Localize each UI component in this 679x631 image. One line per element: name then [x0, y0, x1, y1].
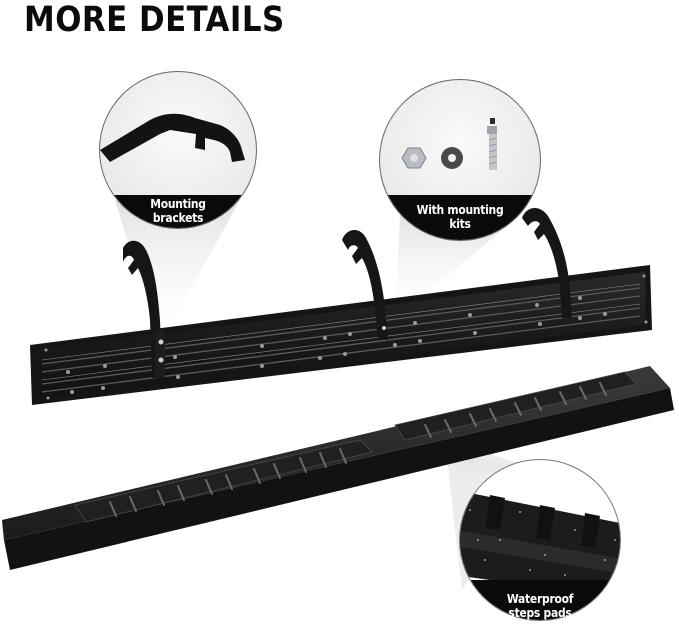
callout-mounting-brackets: [99, 71, 257, 229]
callout-label-line: brackets: [152, 210, 204, 225]
bracket-icon: [100, 113, 245, 162]
callout-label-line: With mounting: [416, 202, 504, 217]
callout-label-line: Waterproof: [506, 591, 574, 606]
callout-waterproof-pads: [459, 459, 621, 621]
callout-label-mounting-brackets: Mounting brackets: [135, 197, 221, 225]
mounting-bracket: [522, 207, 572, 318]
mounting-bracket: [342, 229, 388, 340]
page-title: MORE DETAILS: [24, 0, 285, 40]
callout-label-waterproof-pads: Waterproof steps pads: [495, 592, 584, 620]
callout-beam: [395, 215, 520, 320]
step-pad-icon: [460, 490, 620, 600]
bolt-nut-washer-icon: [401, 118, 498, 170]
callout-label-line: kits: [449, 216, 471, 231]
callout-beam: [115, 200, 240, 345]
running-board-back-view: [30, 265, 652, 405]
callout-label-line: steps pads: [508, 605, 572, 620]
callout-label-line: Mounting: [150, 196, 206, 211]
mounting-bracket: [123, 240, 165, 378]
callout-label-mounting-kits: With mounting kits: [407, 203, 514, 231]
running-board-top-view: [2, 366, 674, 570]
callout-mounting-kits: [379, 79, 541, 241]
